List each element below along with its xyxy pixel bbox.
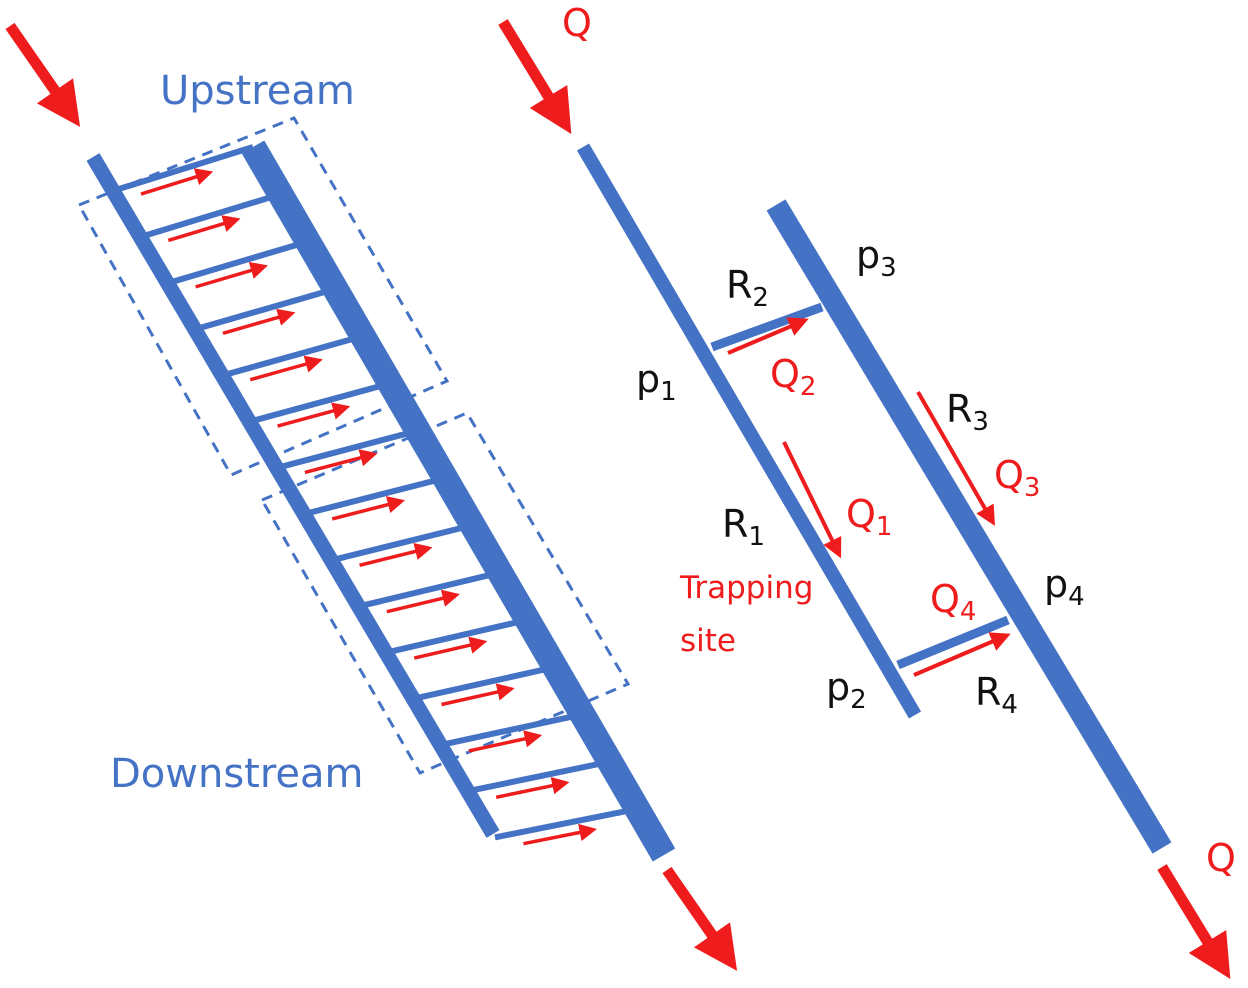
r2-label: R2	[726, 263, 769, 313]
q2-label: Q2	[770, 352, 816, 402]
side-channel	[303, 475, 446, 518]
upstream-label: Upstream	[160, 68, 355, 114]
trap-channel-r1	[576, 143, 922, 719]
side-channel	[439, 711, 584, 748]
side-channel	[412, 664, 556, 702]
flow-in-label: Q	[562, 1, 592, 45]
left-main-channel-thin	[86, 153, 500, 838]
q3-arrow	[916, 391, 995, 526]
side-flow-arrow	[304, 449, 378, 475]
side-channel	[221, 333, 364, 379]
side-flow-arrow	[140, 168, 214, 196]
side-channel	[166, 238, 309, 287]
r4-label: R4	[975, 670, 1018, 720]
p3-label: p3	[856, 233, 897, 283]
q1-label: Q1	[846, 492, 892, 542]
p4-label: p4	[1044, 562, 1085, 612]
downstream-label: Downstream	[110, 751, 364, 797]
downstream-region-box	[259, 411, 631, 775]
trapping-site-label-line2: site	[680, 623, 736, 659]
side-channels	[112, 144, 638, 846]
trapping-site-label-line1: Trapping	[679, 570, 813, 606]
q3-label: Q3	[994, 453, 1040, 503]
p1-label: p1	[636, 357, 677, 407]
side-channel	[139, 191, 282, 240]
side-flow-arrow	[441, 683, 515, 707]
outlet-arrow	[662, 866, 738, 971]
side-flow-arrow	[523, 823, 597, 846]
bypass-channel-r3	[766, 199, 1172, 854]
side-flow-arrow	[413, 636, 488, 660]
side-channel	[357, 569, 501, 610]
r1-label: R1	[722, 502, 765, 552]
side-channel	[112, 144, 254, 194]
side-channel	[194, 285, 337, 333]
q4-arrow	[913, 632, 1011, 677]
q4-label: Q4	[930, 577, 976, 627]
flow-out-label: Q	[1206, 836, 1236, 880]
side-flow-arrow	[249, 355, 323, 382]
side-flow-arrow	[468, 730, 543, 753]
flow-out-arrow	[1157, 864, 1231, 980]
side-flow-arrow	[331, 496, 406, 521]
side-flow-arrow	[386, 589, 460, 614]
side-channel	[330, 522, 474, 564]
q2-arrow	[727, 317, 809, 355]
q1-arrow	[782, 441, 842, 559]
side-flow-arrow	[359, 542, 433, 567]
side-flow-arrow	[222, 308, 296, 335]
left-main-channel-thick	[241, 140, 676, 862]
flow-in-arrow	[498, 19, 572, 135]
inlet-arrow	[5, 22, 81, 127]
r3-label: R3	[946, 387, 989, 437]
side-flow-arrow	[195, 262, 268, 289]
right-panel: Q Q p1 p2 p3 p4 R1 R2 R3 R4 Q1 Q2 Q3 Q4 …	[498, 1, 1236, 980]
left-panel: Upstream Downstream	[5, 22, 738, 971]
side-channel	[248, 380, 392, 425]
connector-r2	[710, 302, 824, 352]
side-channel	[275, 427, 419, 471]
side-flow-arrow	[495, 777, 570, 800]
side-flow-arrow	[277, 402, 351, 428]
side-channel	[385, 616, 529, 656]
side-flow-arrow	[167, 215, 241, 243]
connector-r4	[896, 615, 1010, 670]
side-channel	[494, 806, 638, 841]
p2-label: p2	[826, 665, 867, 715]
side-channel	[467, 758, 611, 795]
upstream-region-box	[76, 116, 450, 477]
